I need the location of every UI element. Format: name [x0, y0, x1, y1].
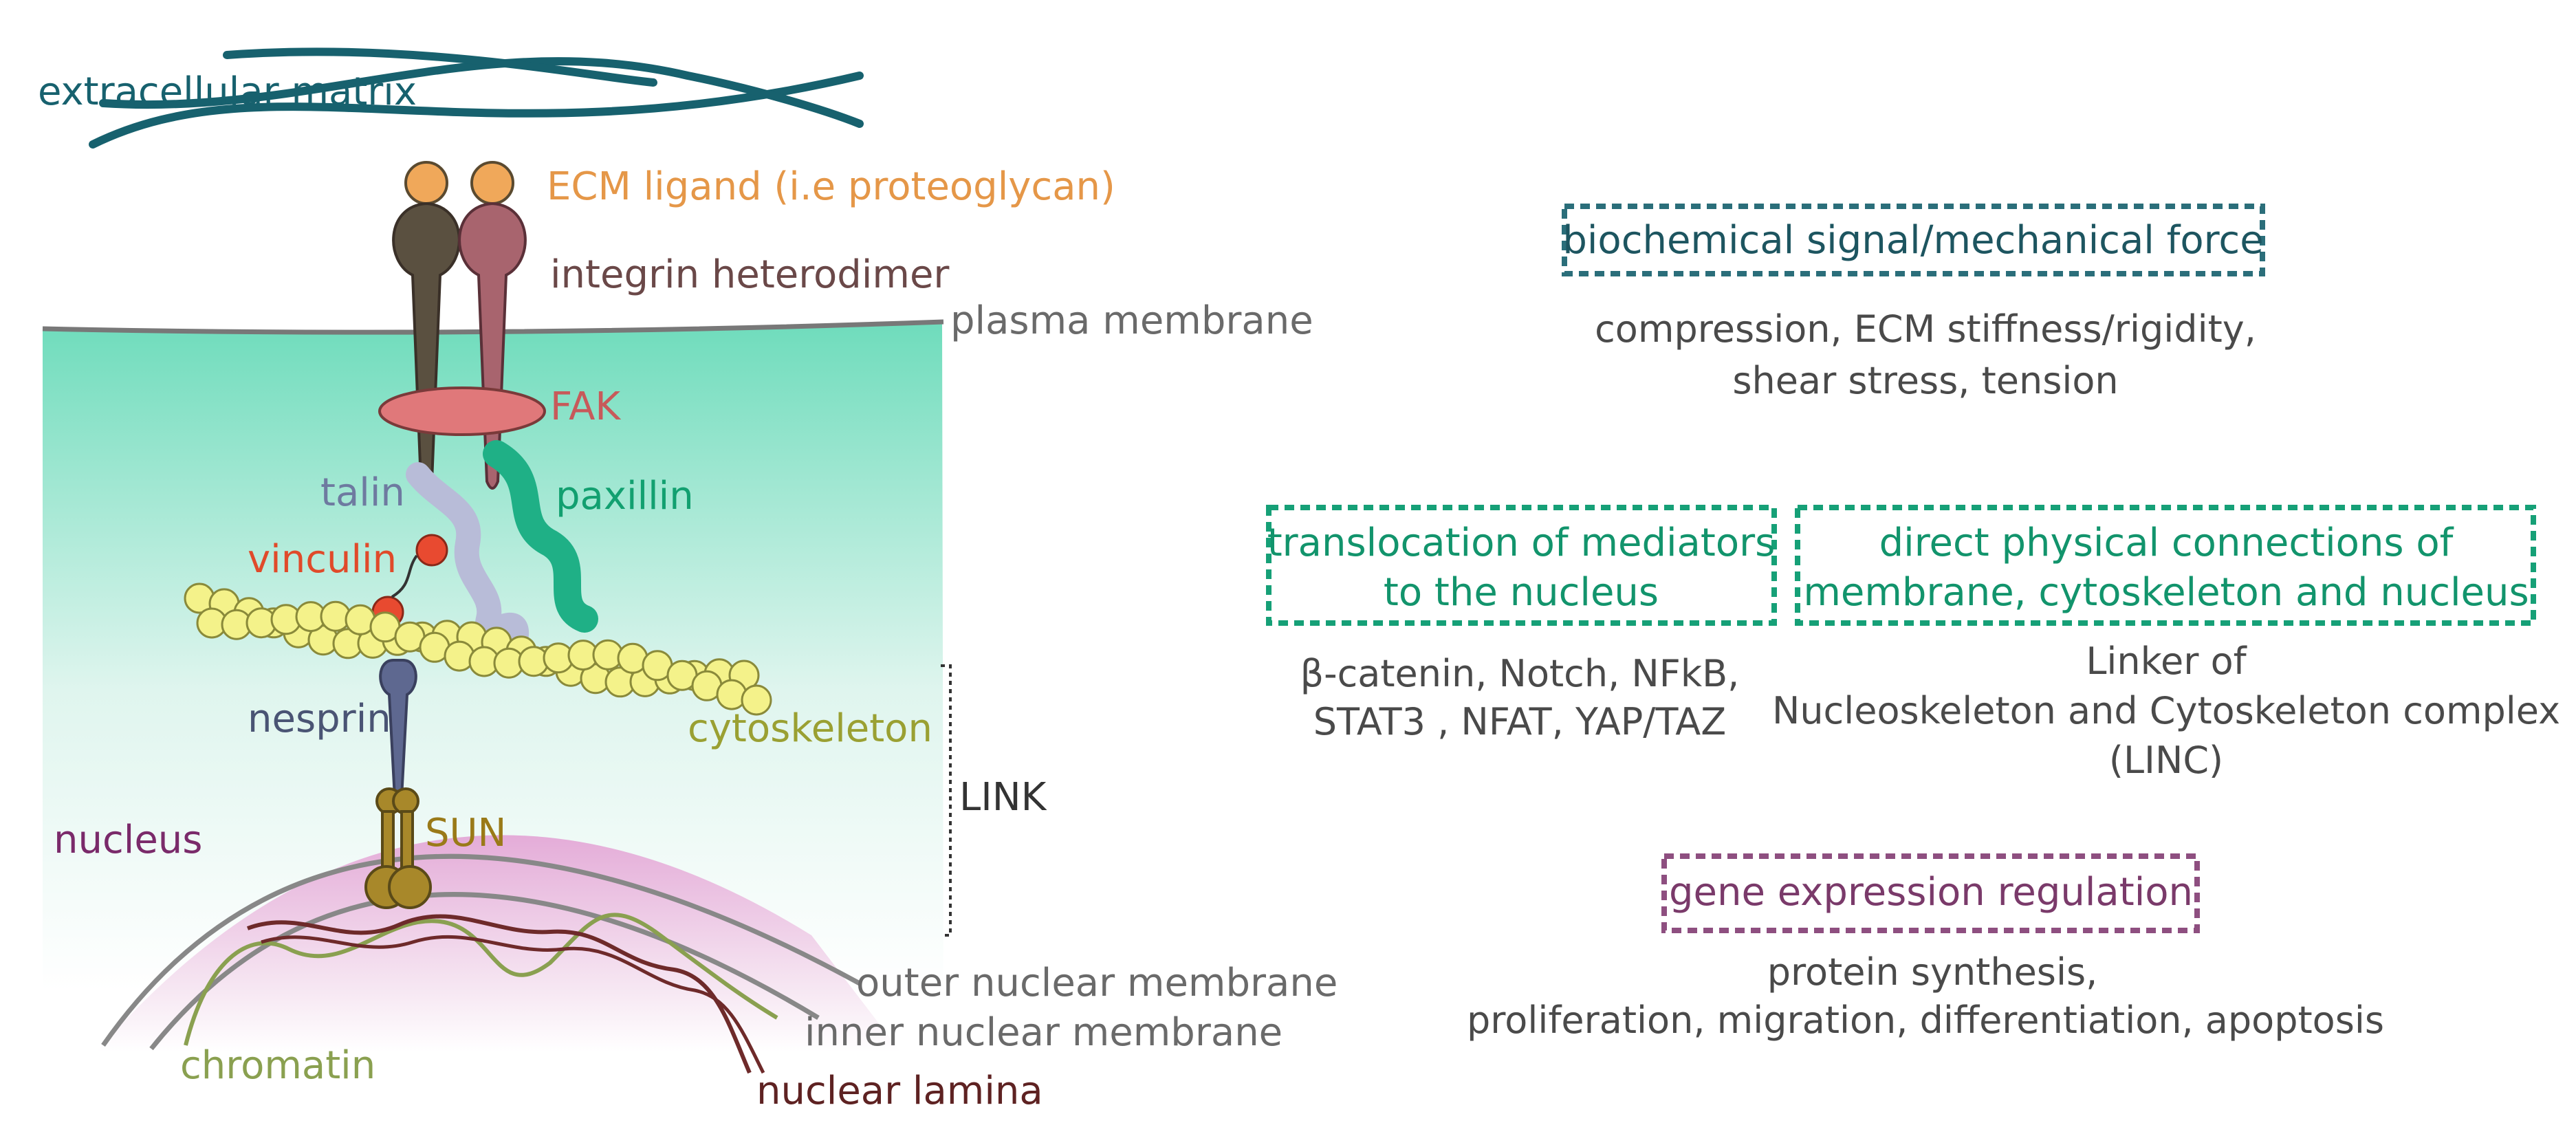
fak-protein [378, 386, 546, 436]
label-link: LINK [959, 775, 1047, 820]
vinculin-linker [391, 554, 418, 598]
label-fak: FAK [550, 384, 621, 429]
label-sun: SUN [425, 811, 506, 855]
label-vinculin: vinculin [248, 537, 397, 582]
label-inner-nuclear-membrane: inner nuclear membrane [805, 1010, 1282, 1055]
connections-box [1795, 505, 2536, 626]
link-bracket [941, 664, 952, 937]
label-outer-nuclear-membrane: outer nuclear membrane [856, 961, 1338, 1005]
signal-box [1562, 204, 2265, 276]
label-cytoskeleton: cytoskeleton [688, 706, 932, 751]
label-chromatin: chromatin [180, 1043, 375, 1088]
actin-bead [741, 684, 772, 716]
label-talin: talin [320, 470, 405, 515]
linc-desc-3: (LINC) [2109, 739, 2223, 782]
talin-protein [406, 462, 530, 652]
sun-protein [364, 787, 432, 909]
ecm-ligand-2 [470, 161, 514, 205]
integrin-beta [458, 201, 527, 490]
label-nuclear-lamina: nuclear lamina [756, 1069, 1043, 1113]
label-plasma-membrane: plasma membrane [950, 298, 1313, 343]
label-integrin: integrin heterodimer [550, 252, 950, 297]
label-ecm-ligand: ECM ligand (i.e proteoglycan) [547, 164, 1115, 209]
paxillin-protein [483, 440, 598, 633]
gene-desc-1: protein synthesis, [1767, 950, 2098, 994]
label-paxillin: paxillin [556, 474, 694, 519]
signal-desc-1: compression, ECM stiffness/rigidity, [1595, 307, 2256, 351]
mediators-title-2: to the nucleus [1384, 570, 1659, 615]
ecm-ligand-1 [404, 161, 448, 205]
actin-cytoskeleton [184, 582, 772, 716]
mediators-desc-2: STAT3 , NFAT, YAP/TAZ [1313, 700, 1726, 743]
label-nucleus: nucleus [54, 818, 202, 862]
gene-desc-2: proliferation, migration, differentiatio… [1467, 999, 2384, 1042]
ecm-fibers [89, 47, 864, 149]
gene-box [1661, 853, 2200, 933]
chromatin [184, 913, 778, 1046]
mediators-desc-1: β-catenin, Notch, NFkB, [1300, 652, 1740, 695]
nuclear-lamina-fiber [246, 914, 752, 1074]
gene-title: gene expression regulation [1669, 870, 2193, 915]
linc-desc-2: Nucleoskeleton and Cytoskeleton complex [1772, 689, 2560, 732]
linc-desc-1: Linker of [2086, 640, 2247, 683]
label-nesprin: nesprin [248, 697, 391, 741]
nuclear-lamina-fiber-2 [261, 935, 765, 1074]
mediators-box [1266, 505, 1777, 626]
connections-title-2: membrane, cytoskeleton and nucleus [1803, 570, 2529, 615]
label-extracellular-matrix: extracellular matrix [38, 69, 417, 114]
vinculin-protein [415, 534, 448, 567]
signal-desc-2: shear stress, tension [1732, 359, 2118, 402]
mediators-title-1: translocation of mediators [1267, 521, 1776, 565]
signal-title: biochemical signal/mechanical force [1562, 218, 2263, 263]
inner-nuclear-membrane [149, 892, 820, 1051]
connections-title-1: direct physical connections of [1879, 521, 2454, 565]
